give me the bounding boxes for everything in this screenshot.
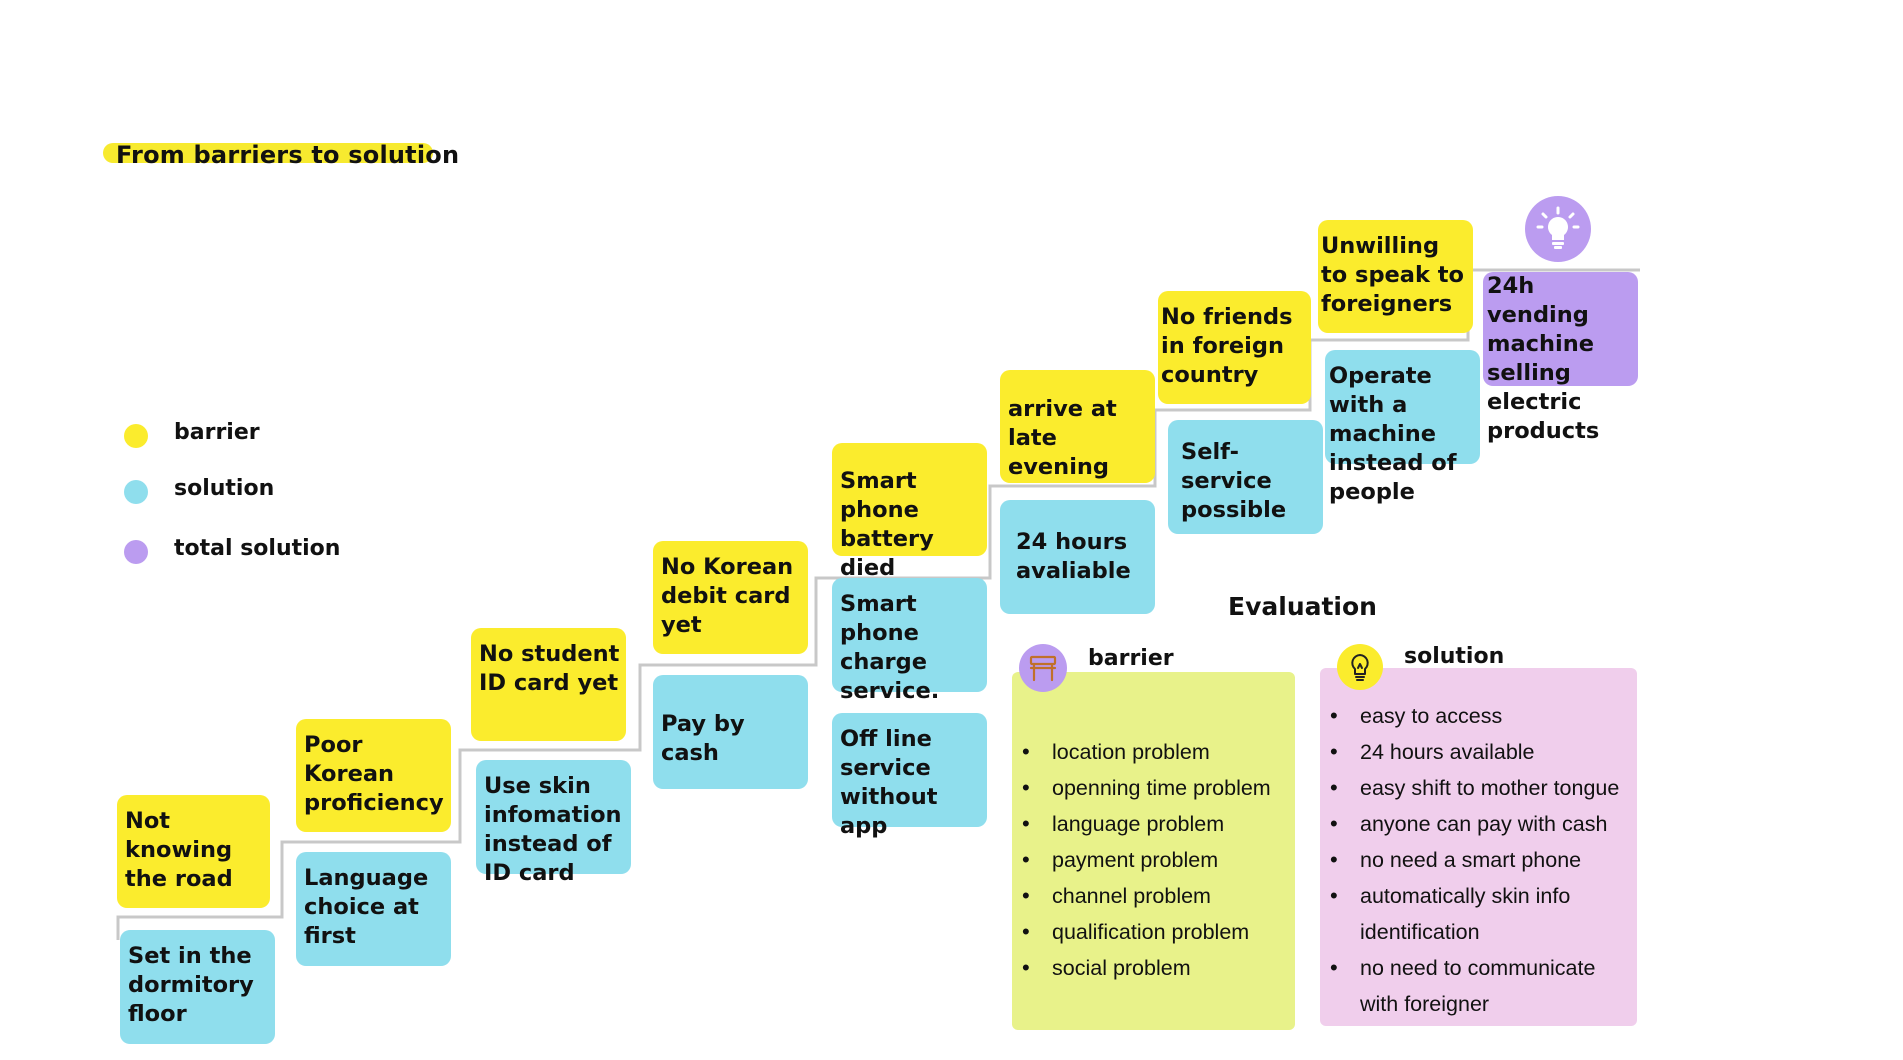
barrier-note: No friends in foreign country (1158, 291, 1311, 404)
bench-icon (1019, 644, 1067, 692)
list-item: social problem (1012, 950, 1295, 986)
barrier-note: Poor Korean proficiency (296, 719, 451, 832)
barrier-note: Not knowing the road (117, 795, 270, 908)
legend-dot-total-solution (124, 540, 148, 564)
evaluation-title: Evaluation (1228, 592, 1377, 621)
legend-label-total-solution: total solution (174, 536, 341, 561)
lightbulb-icon (1337, 644, 1383, 690)
solution-note: Pay by cash (653, 675, 808, 789)
solution-note: Self-service possible (1168, 420, 1323, 534)
barrier-evaluation-list: location problem openning time problem l… (1012, 734, 1295, 986)
solution-note: Operate with a machine instead of people (1325, 350, 1480, 505)
list-item: language problem (1012, 806, 1295, 842)
list-item: channel problem (1012, 878, 1295, 914)
legend-label-solution: solution (174, 476, 275, 501)
solution-evaluation-panel: easy to access 24 hours available easy s… (1320, 668, 1637, 1026)
barrier-evaluation-label: barrier (1088, 646, 1174, 671)
barrier-note: arrive at late evening (1000, 370, 1155, 483)
title-highlight (103, 143, 433, 163)
solution-evaluation-list: easy to access 24 hours available easy s… (1320, 698, 1637, 1022)
list-item: no need a smart phone (1320, 842, 1637, 878)
list-item: automatically skin info identification (1320, 878, 1637, 950)
list-item: payment problem (1012, 842, 1295, 878)
barrier-evaluation-panel: location problem openning time problem l… (1012, 672, 1295, 1030)
solution-note: Off line service without app (832, 713, 987, 839)
barrier-note: Smart phone battery died (832, 443, 987, 581)
lightbulb-icon (1525, 196, 1591, 262)
list-item: easy shift to mother tongue (1320, 770, 1637, 806)
solution-note: Set in the dormitory floor (120, 930, 275, 1044)
barrier-note: Unwilling to speak to foreigners (1318, 220, 1473, 333)
solution-note: Smart phone charge service. (832, 578, 987, 704)
list-item: no need to communicate with foreigner (1320, 950, 1637, 1022)
barrier-note: No Korean debit card yet (653, 541, 808, 654)
list-item: location problem (1012, 734, 1295, 770)
total-solution-note: 24h vending machine selling electric pro… (1483, 272, 1638, 444)
solution-note: Use skin infomation instead of ID card (476, 760, 631, 886)
legend-dot-barrier (124, 424, 148, 448)
list-item: openning time problem (1012, 770, 1295, 806)
barrier-note: No student ID card yet (471, 628, 626, 741)
solution-note: 24 hours avaliable (1000, 500, 1155, 614)
legend-dot-solution (124, 480, 148, 504)
list-item: qualification problem (1012, 914, 1295, 950)
list-item: easy to access (1320, 698, 1637, 734)
solution-evaluation-label: solution (1404, 644, 1505, 669)
list-item: anyone can pay with cash (1320, 806, 1637, 842)
solution-note: Language choice at first (296, 852, 451, 966)
page-title: From barriers to solution (116, 141, 460, 169)
legend-label-barrier: barrier (174, 420, 260, 445)
list-item: 24 hours available (1320, 734, 1637, 770)
